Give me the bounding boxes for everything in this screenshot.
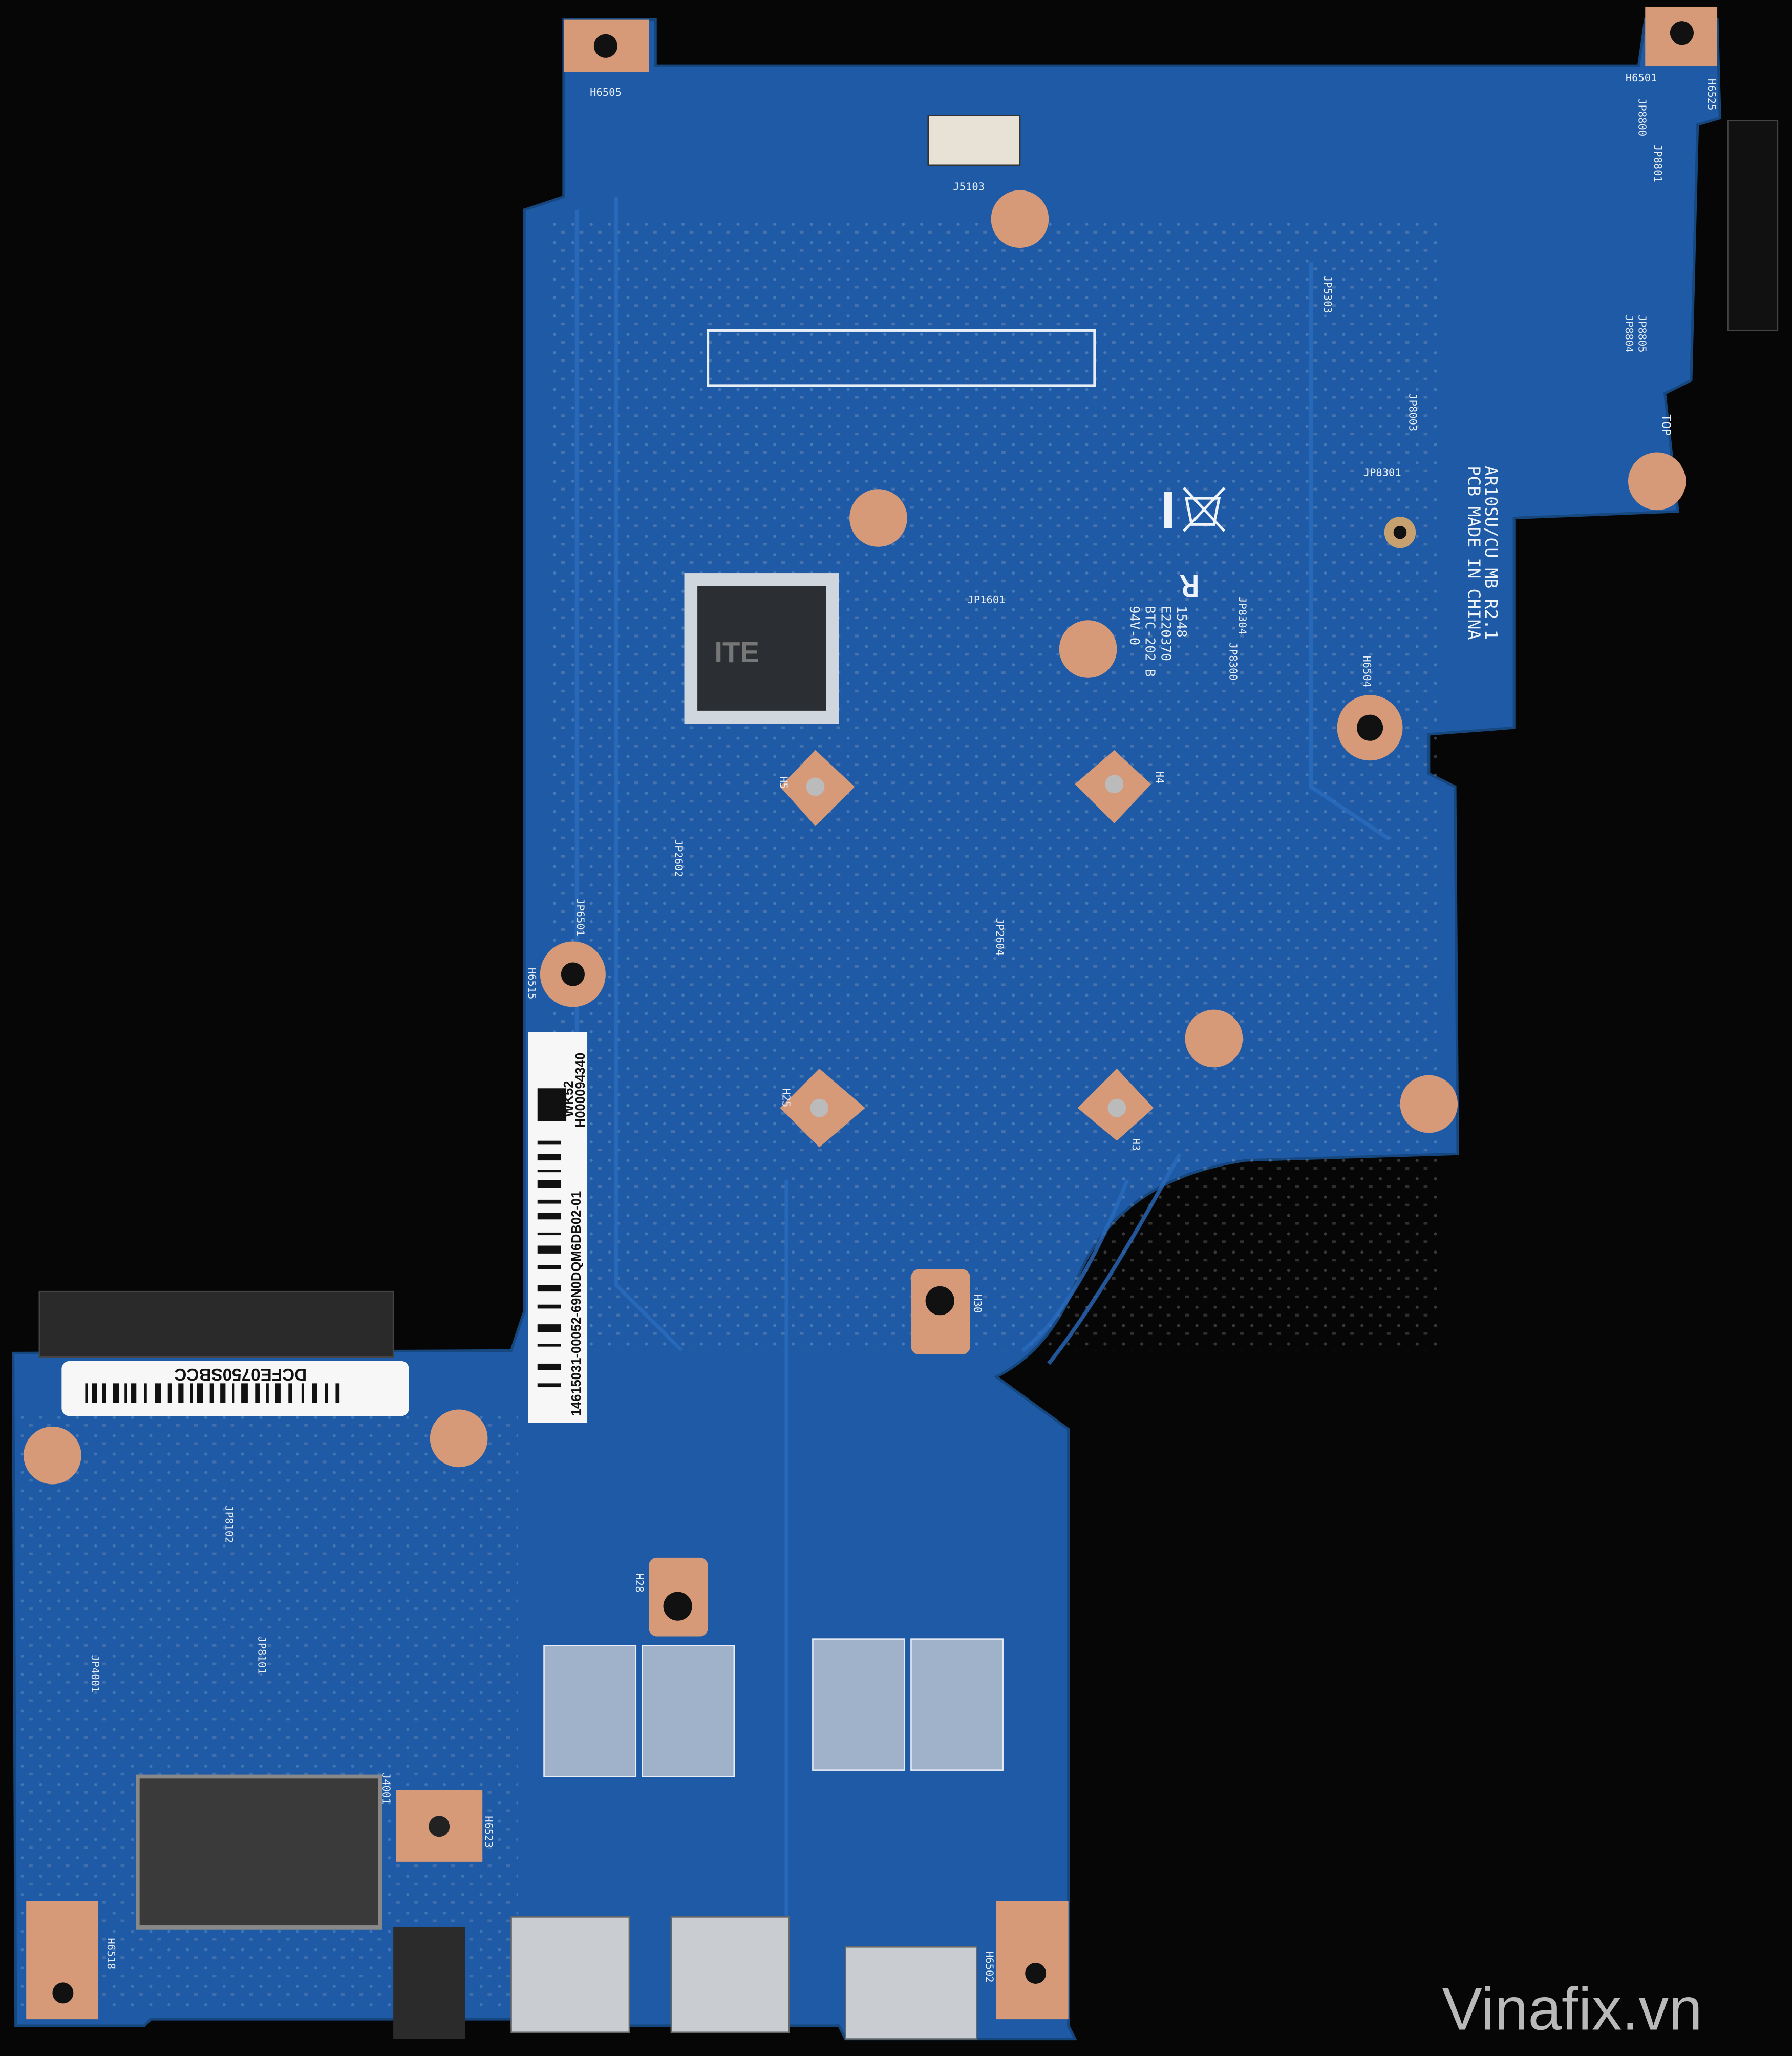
- usb-port-2: [670, 1916, 790, 2033]
- refdes-jp6501: JP6501: [574, 898, 587, 936]
- ul-code: BTC-202 B: [1142, 606, 1158, 677]
- refdes-jp8102: JP8102: [223, 1505, 235, 1543]
- label-week: WK52: [562, 1080, 576, 1117]
- refdes-jp8304: JP8304: [1236, 597, 1249, 634]
- label-id: H000094340: [573, 1052, 588, 1128]
- refdes-j5103: J5103: [953, 180, 985, 193]
- refdes-h6505: H6505: [590, 86, 622, 98]
- refdes-h30: H30: [971, 1294, 984, 1313]
- board-origin: PCB MADE IN CHINA: [1464, 465, 1484, 640]
- refdes-h6515: H6515: [526, 968, 538, 1000]
- serial-label: WK52 H000094340 14615031-00052-69N0DQM6D…: [528, 1032, 588, 1423]
- refdes-jp1601: JP1601: [968, 594, 1006, 606]
- audio-jack: [393, 1927, 465, 2039]
- chip-marking: ITE: [714, 636, 759, 668]
- refdes-jp8800: JP8800: [1636, 98, 1648, 136]
- refdes-jp8801: JP8801: [1652, 144, 1664, 182]
- refdes-h4: H4: [1154, 771, 1166, 784]
- refdes-j4001: J4001: [380, 1773, 393, 1805]
- refdes-jp5303: JP5303: [1321, 275, 1334, 313]
- svg-text:ꓤ: ꓤ: [1180, 570, 1200, 604]
- ul-markings: ꓤ 1548 E220370 BTC-202 B 94V-0: [1126, 570, 1200, 677]
- component-field: [550, 223, 1442, 1351]
- io-ports: [393, 1916, 977, 2040]
- battery-connector: [1727, 120, 1779, 331]
- flame-rating: 94V-0: [1126, 606, 1142, 645]
- label-barcode-text: 14615031-00052-69N0DQM6DB02-01: [569, 1191, 584, 1416]
- refdes-jp8300: JP8300: [1227, 643, 1240, 681]
- refdes-h6518: H6518: [105, 1938, 117, 1969]
- refdes-jp2602: JP2602: [673, 839, 685, 877]
- weee-icon: [1164, 486, 1226, 532]
- hdmi-port: [845, 1946, 977, 2040]
- sd-card-slot: [135, 1774, 382, 1930]
- refdes-h6504: H6504: [1361, 655, 1373, 687]
- watermark: Vinafix.vn: [1442, 1975, 1702, 2043]
- refdes-group: H6505 J5103 H6501 H6525 JP8800 JP8801 JP…: [89, 72, 1718, 1983]
- date-code: 1548: [1174, 606, 1189, 638]
- refdes-h6525: H6525: [1705, 79, 1718, 111]
- ul-number: E220370: [1158, 606, 1173, 661]
- refdes-h6502: H6502: [983, 1951, 995, 1983]
- fpc-connector: [927, 115, 1021, 166]
- board-model: AR10SU/CU MB R2.1: [1481, 465, 1501, 640]
- refdes-h6523: H6523: [482, 1816, 495, 1848]
- refdes-h28: H28: [633, 1574, 646, 1593]
- refdes-h6501: H6501: [1626, 72, 1657, 84]
- silkscreen-outline: [707, 329, 1096, 387]
- mounting-holes: [24, 6, 1718, 2020]
- refdes-h5: H5: [777, 776, 790, 789]
- mac-label-text: DCFE0750SBCC: [174, 1365, 307, 1384]
- refdes-jp8003: JP8003: [1406, 393, 1419, 431]
- mac-label: DCFE0750SBCC: [61, 1361, 409, 1416]
- refdes-h25: H25: [780, 1088, 793, 1107]
- refdes-jp8804: JP8804: [1623, 315, 1635, 353]
- refdes-jp4001: JP4001: [89, 1655, 101, 1692]
- refdes-jp8301: JP8301: [1363, 467, 1401, 479]
- refdes-jp8101: JP8101: [255, 1637, 268, 1675]
- ite-ec-chip: ITE: [684, 573, 839, 724]
- sata-connector: [38, 1290, 394, 1358]
- usb-port-1: [510, 1916, 630, 2033]
- top-mark: TOP: [1659, 414, 1673, 436]
- refdes-h3: H3: [1130, 1138, 1142, 1151]
- memory-footprints: [543, 1638, 1004, 1777]
- refdes-jp8805: JP8805: [1636, 315, 1648, 353]
- refdes-jp2604: JP2604: [994, 918, 1006, 956]
